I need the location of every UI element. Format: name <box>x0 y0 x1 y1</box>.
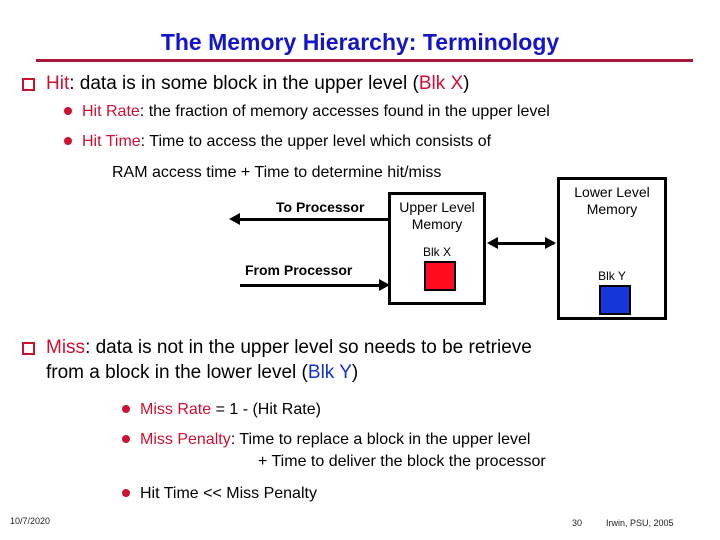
bullet-miss-penalty-term: Miss Penalty <box>140 431 231 448</box>
to-processor-arrow-line <box>240 218 390 221</box>
bullet-hit-rate-text: Hit Rate: the fraction of memory accesse… <box>82 101 550 123</box>
dot-bullet-icon <box>64 137 72 145</box>
blk-y-label: Blk Y <box>598 269 626 283</box>
lower-level-memory-label-line2: Memory <box>586 201 638 217</box>
footer-date: 10/7/2020 <box>10 516 51 526</box>
from-processor-arrow-head-icon <box>379 279 390 291</box>
blk-x-label: Blk X <box>422 245 451 259</box>
bullet-hit-rate: Hit Rate: the fraction of memory accesse… <box>64 101 550 123</box>
bullet-miss-rate-rest: = 1 - (Hit Rate) <box>211 401 321 418</box>
to-processor-label: To Processor <box>276 199 365 215</box>
title-underline-rule <box>36 59 693 62</box>
upper-level-memory-label-line2: Memory <box>411 216 463 232</box>
bullet-hit-time: Hit Time: Time to access the upper level… <box>64 131 491 153</box>
bullet-miss-rest-a: : data is not in the upper level so need… <box>85 337 532 358</box>
bullet-miss-penalty: Miss Penalty: Time to replace a block in… <box>122 429 546 473</box>
page-title: The Memory Hierarchy: Terminology <box>160 29 560 55</box>
lower-level-memory-label: Lower Level Memory <box>560 184 664 218</box>
bullet-hit-rate-term: Hit Rate <box>82 103 140 120</box>
bullet-hit-vs-miss: Hit Time << Miss Penalty <box>122 483 317 505</box>
bullet-hit-rest-b: ) <box>463 73 470 94</box>
bullet-miss-line2-a: from a block in the lower level ( <box>46 362 308 383</box>
interlevel-arrow-line <box>490 242 554 245</box>
bullet-miss-line1: Miss: data is not in the upper level so … <box>46 335 532 360</box>
upper-level-memory-label: Upper Level Memory <box>391 199 483 233</box>
bullet-miss-rate-text: Miss Rate = 1 - (Hit Rate) <box>140 399 321 421</box>
bullet-miss-term: Miss <box>46 337 86 358</box>
hit-time-continuation: RAM access time + Time to determine hit/… <box>112 164 442 181</box>
interlevel-arrow-head-left-icon <box>487 237 498 249</box>
dot-bullet-icon <box>122 405 130 413</box>
dot-bullet-icon <box>64 107 72 115</box>
bullet-miss-line2: from a block in the lower level (Blk Y) <box>46 360 532 385</box>
bullet-hit-blk: Blk X <box>418 73 464 94</box>
bullet-miss-penalty-rest: : Time to replace a block in the upper l… <box>230 431 531 448</box>
bullet-miss: Miss: data is not in the upper level so … <box>22 335 532 385</box>
bullet-hit-time-rest: : Time to access the upper level which c… <box>140 133 492 150</box>
upper-level-memory-box: Upper Level Memory Blk X <box>388 192 486 305</box>
lower-level-memory-label-line1: Lower Level <box>574 184 650 200</box>
lower-level-memory-box: Lower Level Memory Blk Y <box>557 177 667 320</box>
to-processor-arrow-head-icon <box>229 213 240 225</box>
bullet-hit-term: Hit <box>46 73 70 94</box>
bullet-miss-rate: Miss Rate = 1 - (Hit Rate) <box>122 399 321 421</box>
bullet-hit-time-term: Hit Time <box>82 133 141 150</box>
from-processor-label: From Processor <box>245 262 353 278</box>
upper-level-memory-label-line1: Upper Level <box>399 199 475 215</box>
dot-bullet-icon <box>122 489 130 497</box>
bullet-hit-text: Hit: data is in some block in the upper … <box>46 71 470 96</box>
square-bullet-icon <box>22 78 35 91</box>
bullet-miss-penalty-text: Miss Penalty: Time to replace a block in… <box>140 429 546 473</box>
bullet-hit-vs-miss-text: Hit Time << Miss Penalty <box>140 485 317 502</box>
bullet-miss-blk: Blk Y <box>307 362 352 383</box>
bullet-hit-time-text: Hit Time: Time to access the upper level… <box>82 131 491 153</box>
bullet-miss-line2-b: ) <box>351 362 359 383</box>
bullet-miss-penalty-cont: + Time to deliver the block the processo… <box>258 453 546 470</box>
bullet-hit-rest-a: : data is in some block in the upper lev… <box>69 73 419 94</box>
bullet-miss-penalty-line1: Miss Penalty: Time to replace a block in… <box>140 429 546 451</box>
footer-page-number: 30 <box>572 518 583 528</box>
bullet-miss-rate-term: Miss Rate <box>140 401 212 418</box>
interlevel-arrow-head-right-icon <box>545 237 556 249</box>
bullet-hit-rate-rest: : the fraction of memory accesses found … <box>139 103 550 120</box>
blk-y-block <box>599 285 631 315</box>
blk-x-block <box>424 261 456 291</box>
bullet-miss-text: Miss: data is not in the upper level so … <box>46 335 532 385</box>
from-processor-arrow-line <box>240 284 379 287</box>
bullet-hit: Hit: data is in some block in the upper … <box>22 71 470 96</box>
footer-source: Irwin, PSU, 2005 <box>606 518 674 528</box>
dot-bullet-icon <box>122 435 130 443</box>
square-bullet-icon <box>22 342 35 355</box>
